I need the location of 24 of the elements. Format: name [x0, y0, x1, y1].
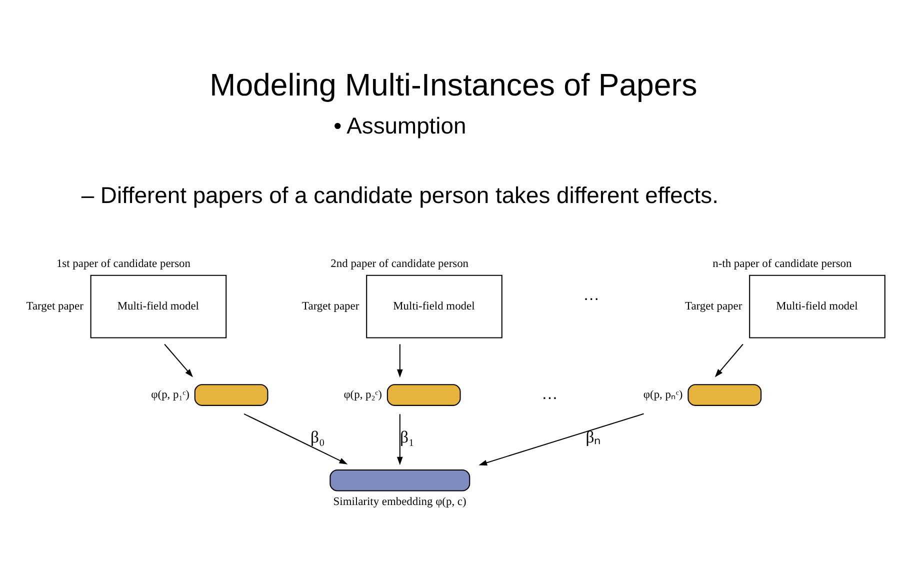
node-label: 1st paper of candidate person	[56, 257, 190, 270]
node-label: n-th paper of candidate person	[712, 257, 852, 270]
label: …	[583, 284, 600, 304]
arrow	[396, 344, 403, 378]
node-label: φ(p, pₙᶜ)	[643, 388, 683, 400]
diagram-title: Modeling Multi-Instances of Papers	[210, 66, 698, 102]
arrow	[164, 343, 193, 377]
label: – Different papers of a candidate person takes different effects.	[81, 182, 718, 208]
edge-label: β₁	[400, 427, 414, 446]
node-label: Similarity embedding φ(p, c)	[333, 496, 466, 508]
arrow	[396, 414, 403, 465]
node-label: Target paper	[685, 300, 742, 312]
node-label: Target paper	[302, 300, 360, 312]
arrow	[244, 412, 348, 464]
label: …	[541, 383, 558, 402]
edge-label: β₀	[310, 427, 325, 446]
arrow	[714, 343, 744, 377]
node-label: φ(p, p₂ᶜ)	[344, 388, 382, 400]
node-label: φ(p, p₁ᶜ)	[151, 388, 190, 400]
arrow	[478, 412, 644, 466]
edge-label: βₙ	[586, 427, 602, 446]
node-label: Target paper	[26, 300, 84, 312]
label: • Assumption	[334, 112, 466, 138]
node-label: 2nd paper of candidate person	[330, 257, 469, 270]
